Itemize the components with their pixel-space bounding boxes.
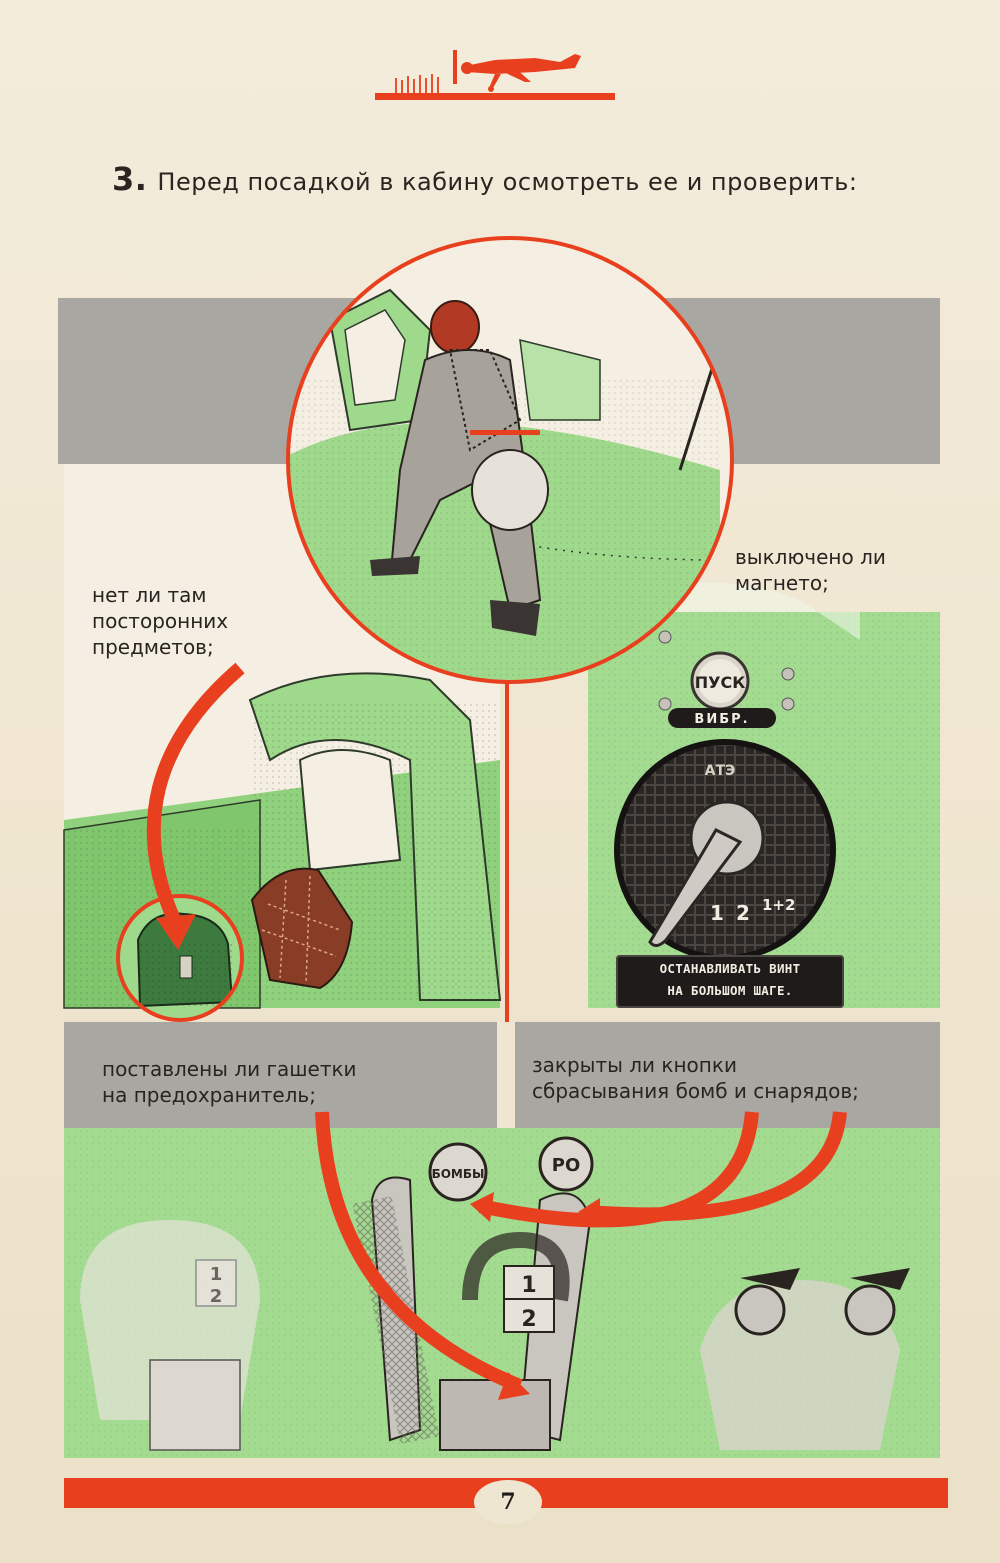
- vibrator-label-plate: ВИБР.: [668, 708, 776, 728]
- start-button-label: ПУСК: [695, 673, 746, 692]
- aircraft-emblem-icon: [375, 50, 615, 100]
- page-title: 3. Перед посадкой в кабину осмотреть ее и…: [112, 160, 912, 198]
- vibrator-label: ВИБР.: [694, 712, 749, 727]
- svg-text:1: 1: [210, 1264, 223, 1285]
- parachute-pack: [471, 449, 549, 531]
- label-foreign-objects: нет ли там посторонних предметов;: [92, 583, 229, 659]
- plate-line-1: ОСТАНАВЛИВАТЬ ВИНТ: [659, 961, 801, 976]
- start-button[interactable]: ПУСК: [690, 651, 750, 711]
- speed-lines: [395, 74, 439, 93]
- magneto-switch[interactable]: АТЭ 1 2 1+2: [614, 739, 836, 961]
- bomb-release-button[interactable]: БОМБЫ: [428, 1142, 488, 1202]
- arrow-foreign-objects: [146, 662, 245, 927]
- label-safety-catch: поставлены ли гашетки на предохранитель;: [102, 1057, 357, 1107]
- position-1-2: 1+2: [762, 896, 795, 914]
- pilot-inset: [286, 236, 734, 684]
- svg-text:2: 2: [210, 1286, 223, 1307]
- step-text: Перед посадкой в кабину осмотреть ее и п…: [157, 168, 858, 196]
- safety-switch-bottom: 2: [521, 1307, 536, 1332]
- propeller-instruction-plate: ОСТАНАВЛИВАТЬ ВИНТ НА БОЛЬШОМ ШАГЕ.: [616, 955, 844, 1008]
- label-magneto: выключено ли магнето;: [735, 545, 886, 595]
- pilot-helmet: [430, 300, 480, 354]
- arrow-bombs-2: [587, 1111, 847, 1222]
- seat-cushion: [250, 867, 354, 990]
- safety-switch[interactable]: 1 2: [503, 1265, 555, 1333]
- pilot-body: [390, 349, 542, 612]
- plate-line-2: НА БОЛЬШОМ ШАГЕ.: [667, 983, 793, 998]
- label-bomb-buttons: закрыты ли кнопки сбрасывания бомб и сна…: [532, 1053, 859, 1103]
- magneto-lever: [648, 828, 743, 947]
- rocket-release-button[interactable]: РО: [538, 1136, 594, 1192]
- page-number: 7: [500, 1489, 516, 1515]
- bomb-button-label: БОМБЫ: [432, 1167, 485, 1181]
- maker-mark: АТЭ: [705, 763, 736, 779]
- position-1: 1: [710, 901, 724, 925]
- step-number: 3.: [112, 160, 148, 198]
- page-number-badge: [474, 1480, 542, 1524]
- safety-switch-top: 1: [521, 1273, 536, 1298]
- position-2: 2: [736, 901, 750, 925]
- rocket-button-label: РО: [552, 1155, 581, 1176]
- arrow-safety: [315, 1111, 523, 1393]
